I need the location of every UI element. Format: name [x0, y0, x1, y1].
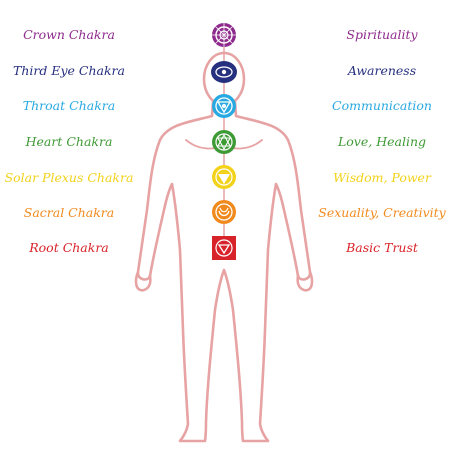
- root-chakra-icon: [212, 236, 236, 260]
- body-outline: [136, 100, 312, 443]
- third-eye-chakra-icon: [211, 61, 237, 83]
- chakra-meaning-solar-plexus: Wisdom, Power: [333, 170, 431, 185]
- chakra-name-third-eye: Third Eye Chakra: [13, 63, 125, 78]
- chakra-name-sacral: Sacral Chakra: [23, 205, 115, 220]
- chakra-name-crown: Crown Chakra: [23, 27, 115, 42]
- chakra-name-throat: Throat Chakra: [22, 98, 116, 113]
- chakra-meaning-sacral: Sexuality, Creativity: [318, 205, 446, 220]
- crown-chakra-icon: [212, 23, 236, 47]
- throat-chakra-icon: [212, 94, 236, 118]
- chakra-name-solar-plexus: Solar Plexus Chakra: [4, 170, 134, 185]
- solar-plexus-chakra-icon: [212, 165, 236, 189]
- chakra-meaning-root: Basic Trust: [346, 240, 418, 255]
- chakra-meaning-heart: Love, Healing: [337, 134, 427, 149]
- chakra-name-root: Root Chakra: [29, 240, 109, 255]
- sacral-chakra-icon: [212, 200, 236, 224]
- chakra-meaning-third-eye: Awareness: [347, 63, 417, 78]
- chakra-meaning-crown: Spirituality: [346, 27, 418, 42]
- chakra-name-heart: Heart Chakra: [25, 134, 113, 149]
- heart-chakra-icon: [212, 130, 236, 154]
- chakra-meaning-throat: Communication: [332, 98, 432, 113]
